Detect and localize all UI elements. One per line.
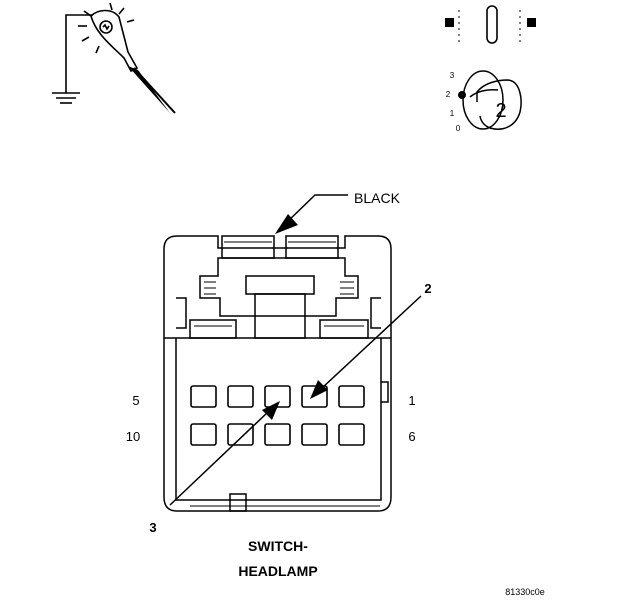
disconnected-connector-icon	[445, 5, 536, 44]
connector-color-label: BLACK	[354, 190, 401, 206]
ignition-pos-1: 1	[450, 109, 455, 118]
callout-arrow-lower	[169, 401, 280, 506]
cavity-5	[190, 385, 217, 408]
cavity-9	[227, 423, 254, 446]
cavity-8	[264, 423, 291, 446]
cavity-7	[301, 423, 328, 446]
figure-id: 81330c0e	[505, 587, 545, 597]
connector-name-line2: HEADLAMP	[238, 563, 317, 579]
connector-name-line1: SWITCH-	[248, 538, 308, 554]
cavity-1	[338, 385, 365, 408]
cavity-3	[264, 385, 291, 408]
ground-test-light-icon	[52, 2, 176, 114]
ignition-key-icon	[458, 70, 522, 130]
ignition-pos-3: 3	[450, 71, 455, 80]
connector-body	[163, 235, 392, 512]
color-leader-line	[275, 194, 348, 234]
pin-label-6: 6	[408, 429, 415, 444]
pin-label-5: 5	[132, 393, 139, 408]
cavity-10	[190, 423, 217, 446]
pin-label-10: 10	[126, 429, 140, 444]
pin-label-1: 1	[408, 393, 415, 408]
ignition-key-number: 2	[495, 100, 506, 122]
callout-label-lower: 3	[149, 520, 156, 535]
cavity-4	[227, 385, 254, 408]
latch-hatching	[190, 241, 380, 507]
terminal-cavities	[190, 385, 365, 446]
callout-label-upper: 2	[424, 281, 431, 296]
ignition-pos-0: 0	[456, 124, 461, 133]
cavity-6	[338, 423, 365, 446]
ignition-pos-2: 2	[446, 90, 451, 99]
callout-arrow-upper	[310, 295, 422, 399]
